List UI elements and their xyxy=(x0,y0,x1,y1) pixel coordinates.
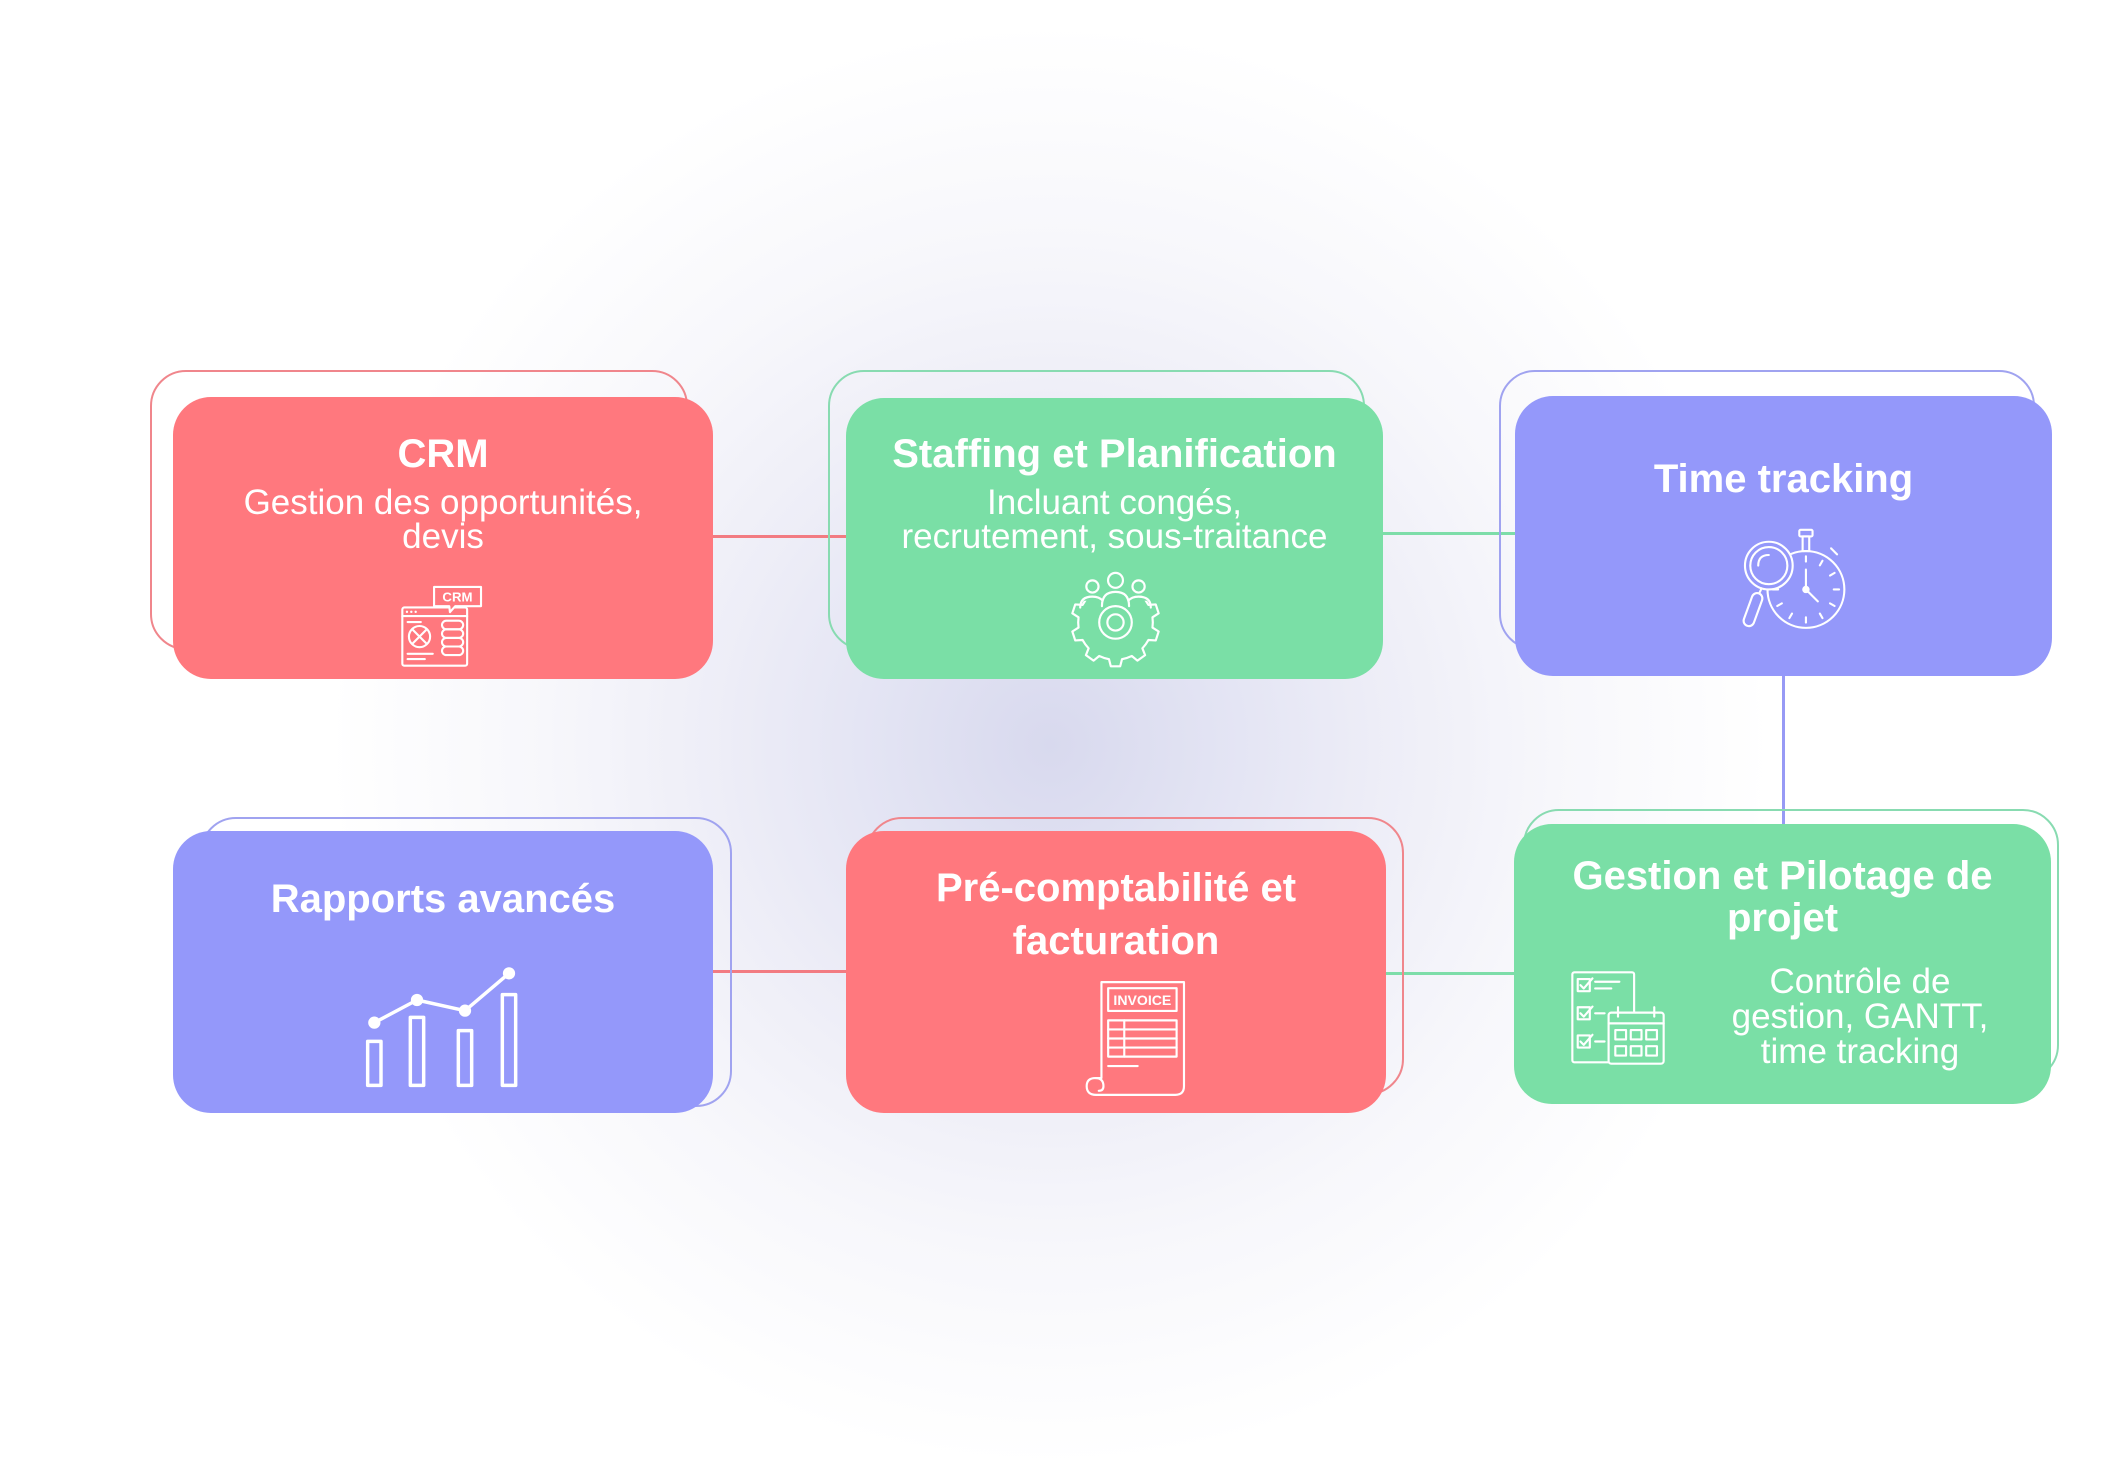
module-subtitle: Incluant congés, recrutement, sous-trait… xyxy=(901,483,1328,556)
connector-staffing-time-tracking xyxy=(1370,532,1530,535)
connector-crm-staffing xyxy=(700,535,860,538)
team-gear-icon xyxy=(1068,568,1163,668)
connector-time-tracking-gestion xyxy=(1782,660,1785,840)
module-subtitle: Contrôle de gestion, GANTT, time trackin… xyxy=(1731,962,1989,1071)
module-title: Rapports avancés xyxy=(270,877,616,921)
crm-icon-label: CRM xyxy=(442,590,472,605)
module-card-crm: CRM Gestion des opportunités, devis CRM xyxy=(173,397,713,679)
bar-chart-icon xyxy=(365,967,521,1088)
module-card-gestion-pilotage: Gestion et Pilotage de projet Contrôle d… xyxy=(1514,824,2051,1104)
crm-icon: CRM xyxy=(401,585,483,667)
module-card-precomptabilite: Pré-comptabilité et facturation INVOICE xyxy=(846,831,1386,1113)
stopwatch-magnifier-icon xyxy=(1741,528,1847,635)
invoice-icon-label: INVOICE xyxy=(1113,992,1171,1008)
invoice-icon: INVOICE xyxy=(1084,980,1186,1097)
module-title: CRM xyxy=(397,432,489,476)
module-title: Staffing et Planification xyxy=(892,432,1337,476)
module-card-rapports: Rapports avancés xyxy=(173,831,713,1113)
module-title: Pré-comptabilité et facturation xyxy=(935,866,1297,963)
module-title: Gestion et Pilotage de projet xyxy=(1572,854,1993,940)
module-card-staffing: Staffing et Planification Incluant congé… xyxy=(846,398,1383,679)
module-subtitle: Gestion des opportunités, devis xyxy=(243,483,643,556)
connector-gestion-precomptabilite xyxy=(1370,972,1530,975)
module-title: Time tracking xyxy=(1653,457,1914,501)
module-card-time-tracking: Time tracking xyxy=(1515,396,2052,676)
connector-precomptabilite-rapports xyxy=(700,970,860,973)
checklist-calendar-icon xyxy=(1571,971,1665,1065)
